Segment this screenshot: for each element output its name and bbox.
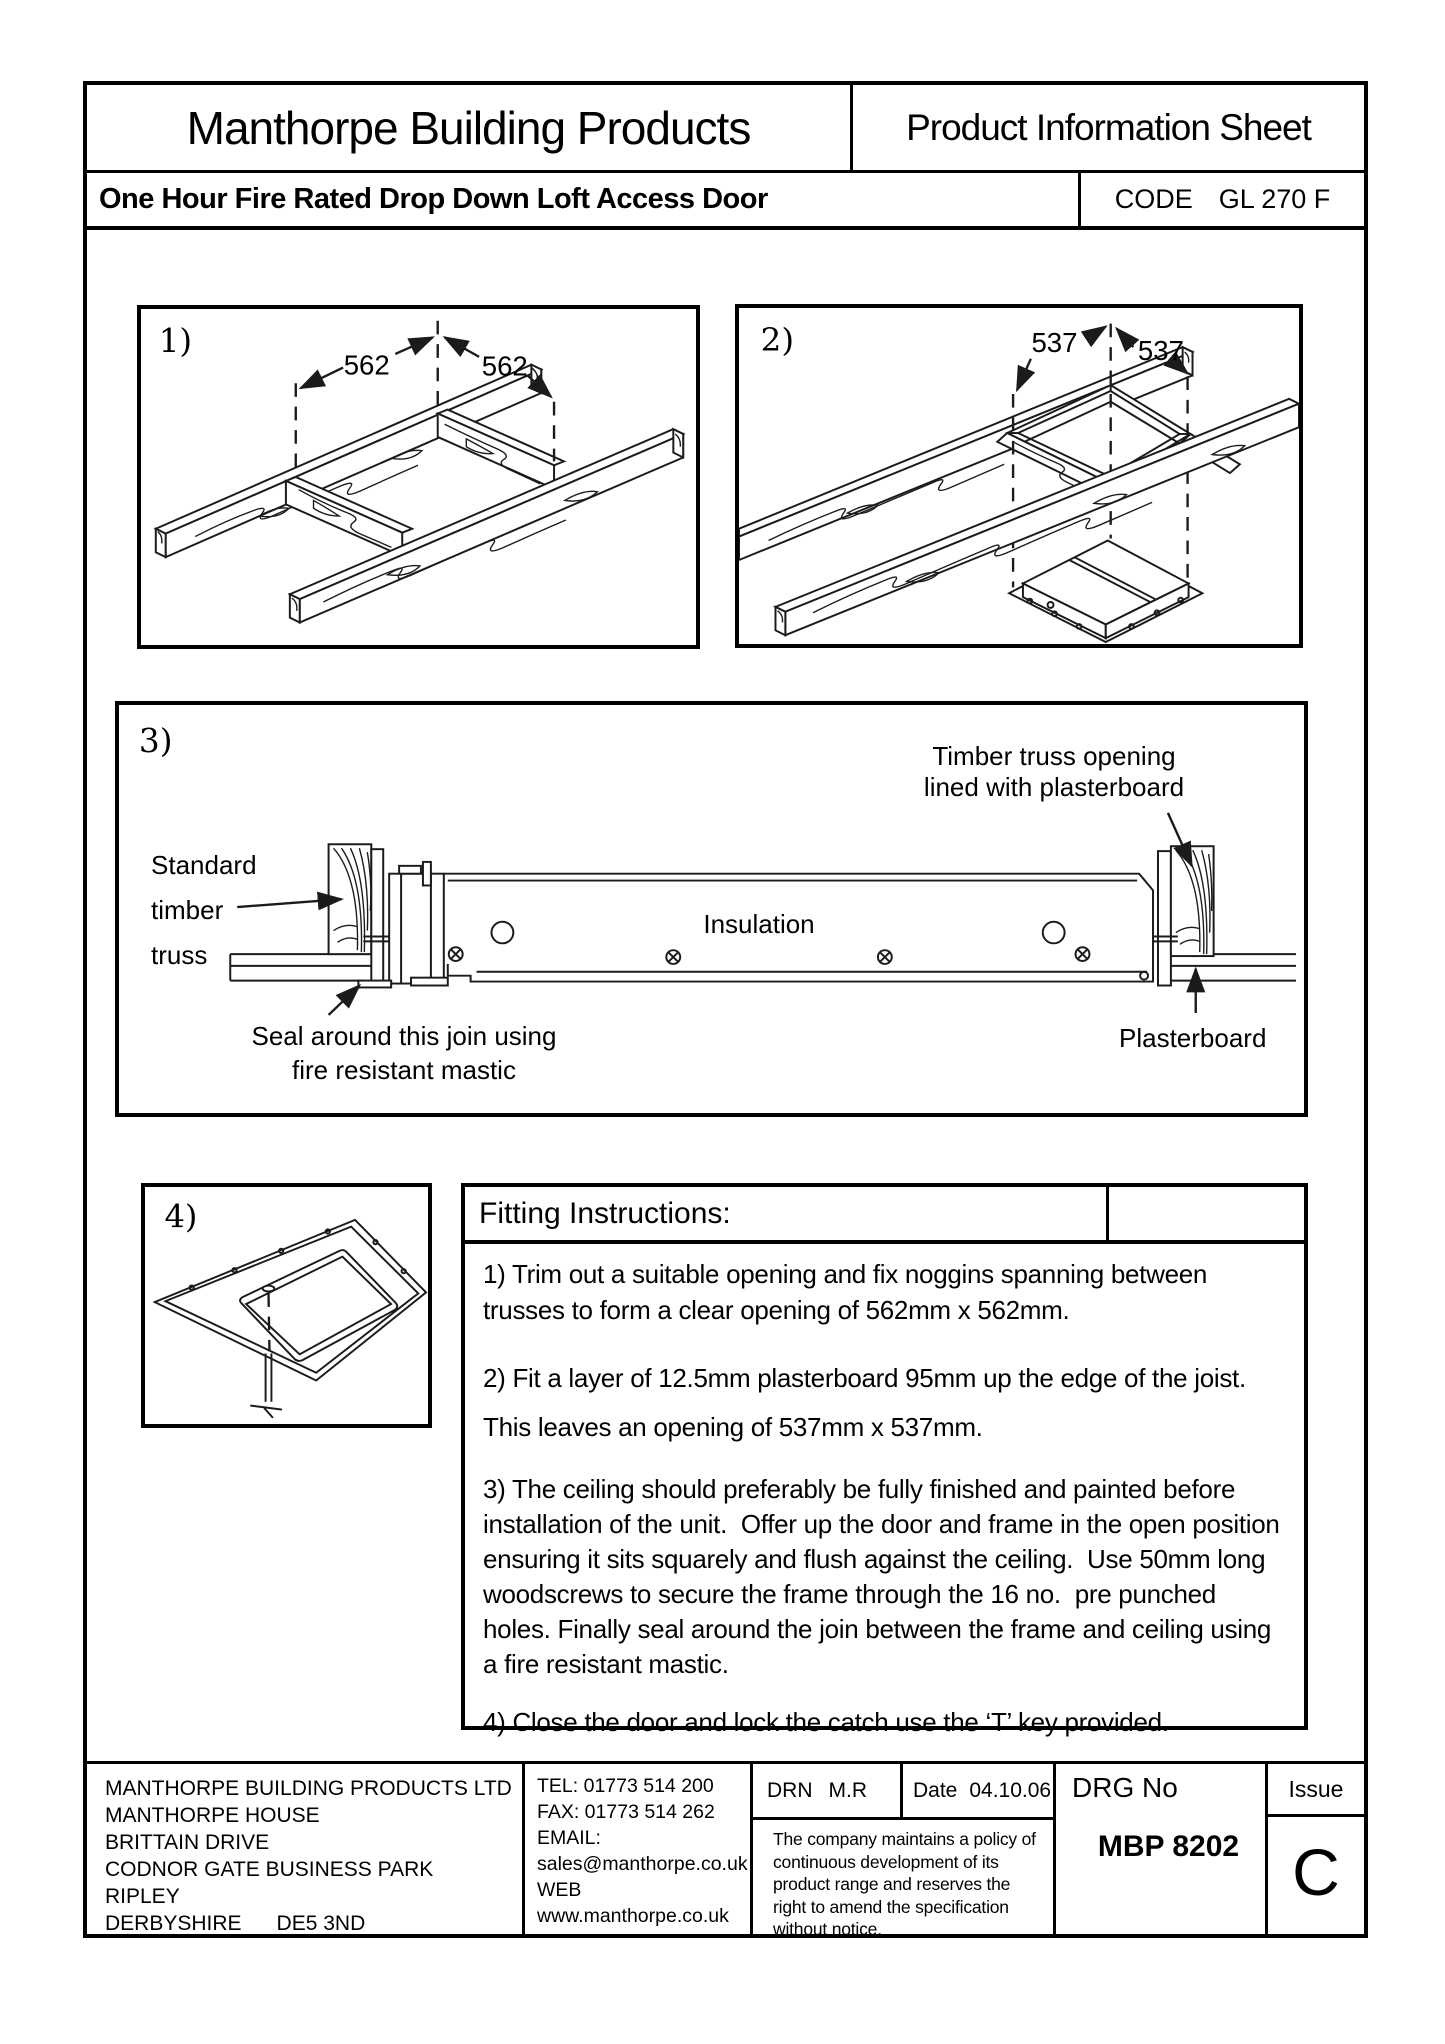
instruction-step-2: 2) Fit a layer of 12.5mm plasterboard 95…: [483, 1363, 1260, 1442]
diagram-1-drawing: 562 562 1): [153, 320, 686, 625]
date-label: Date: [913, 1778, 958, 1802]
address-line: BRITTAIN DRIVE: [105, 1831, 270, 1854]
diagram-3-number: 3): [139, 722, 173, 760]
content-area: 562 562 1): [87, 230, 1364, 1761]
fitting-instructions-header: Fitting Instructions:: [465, 1187, 1304, 1244]
date-value: 04.10.06: [969, 1778, 1052, 1802]
company-disclaimer: The company maintains a policy of contin…: [773, 1829, 1036, 1939]
code-value: GL 270 F: [1218, 184, 1331, 214]
contact-line: FAX: 01773 514 262: [537, 1801, 715, 1823]
dimension-562-left: 562: [344, 350, 390, 381]
title-bar: One Hour Fire Rated Drop Down Loft Acces…: [87, 173, 1364, 230]
diagram-4-closed-door: 4): [141, 1183, 432, 1428]
header-bar: Manthorpe Building Products Product Info…: [87, 85, 1364, 173]
company-contact: TEL: 01773 514 200 FAX: 01773 514 262 EM…: [522, 1764, 750, 1934]
instruction-step-1: 1) Trim out a suitable opening and fix n…: [483, 1259, 1214, 1325]
diagram-4-number: 4): [164, 1198, 197, 1236]
dimension-537-left: 537: [1031, 327, 1077, 358]
diagram-2-lined-opening: 537 537 2): [735, 304, 1303, 648]
diagram-4-drawing: 4): [152, 1198, 428, 1419]
label-timber-truss-opening: Timber truss opening lined with plasterb…: [923, 741, 1185, 802]
contact-line: EMAIL:: [537, 1827, 601, 1849]
dimension-537-right: 537: [1138, 335, 1184, 366]
sheet-frame: Manthorpe Building Products Product Info…: [83, 81, 1368, 1939]
instruction-step-3: 3) The ceiling should preferably be full…: [483, 1474, 1287, 1679]
diagram-3-cross-section: 3) Timber truss opening lined with plast…: [115, 701, 1308, 1117]
drn-value: M.R: [828, 1778, 868, 1802]
dimension-562-right: 562: [482, 351, 528, 382]
product-code: CODE GL 270 F: [1081, 173, 1364, 226]
sheet-type-title: Product Information Sheet: [906, 106, 1312, 148]
issue-value: C: [1292, 1834, 1340, 1909]
drawing-info: DRN M.R Date 04.10.06 The company mainta…: [750, 1764, 1053, 1939]
diagram-2-number: 2): [761, 321, 794, 359]
diagram-1-number: 1): [159, 322, 192, 360]
contact-line: sales@manthorpe.co.uk: [537, 1853, 748, 1875]
label-standard-timber-truss: Standard timber truss: [151, 850, 257, 970]
fitting-instructions-title: Fitting Instructions:: [465, 1187, 1109, 1240]
drg-no-label: DRG No: [1072, 1772, 1178, 1803]
address-line: DERBYSHIRE DE5 3ND: [105, 1912, 366, 1935]
instruction-step-4: 4) Close the door and lock the catch use…: [483, 1707, 1169, 1737]
drn-date-row: DRN M.R Date 04.10.06: [753, 1764, 1053, 1820]
company-address: MANTHORPE BUILDING PRODUCTS LTD MANTHORP…: [87, 1764, 522, 1935]
contact-line: WEB: [537, 1879, 582, 1901]
issue-cell: Issue C: [1265, 1764, 1364, 1934]
issue-label: Issue: [1268, 1764, 1364, 1817]
code-label: CODE: [1114, 184, 1193, 214]
drn-label: DRN: [767, 1778, 813, 1802]
address-line: RIPLEY: [105, 1885, 180, 1908]
contact-line: www.manthorpe.co.uk: [537, 1905, 729, 1927]
drg-no-value: MBP 8202: [1097, 1830, 1240, 1863]
contact-line: TEL: 01773 514 200: [537, 1775, 714, 1797]
label-plasterboard: Plasterboard: [1119, 1023, 1267, 1053]
label-seal-mastic: Seal around this join using fire resista…: [251, 1021, 557, 1085]
diagram-2-drawing: 537 537 2): [739, 321, 1299, 644]
address-line: MANTHORPE HOUSE: [105, 1804, 320, 1827]
product-title: One Hour Fire Rated Drop Down Loft Acces…: [87, 173, 1081, 226]
fitting-instructions-steps: 1) Trim out a suitable opening and fix n…: [465, 1244, 1304, 1740]
address-line: CODNOR GATE BUSINESS PARK: [105, 1858, 434, 1881]
company-name: Manthorpe Building Products: [87, 85, 853, 170]
date-cell: Date 04.10.06: [903, 1764, 1053, 1817]
title-block-footer: MANTHORPE BUILDING PRODUCTS LTD MANTHORP…: [87, 1761, 1364, 1939]
address-line: MANTHORPE BUILDING PRODUCTS LTD: [105, 1777, 512, 1800]
drawn-by-cell: DRN M.R: [753, 1764, 903, 1817]
label-insulation: Insulation: [703, 909, 815, 939]
diagram-3-drawing: 3): [139, 722, 1297, 1016]
drawing-number-cell: DRG No MBP 8202: [1053, 1764, 1265, 1934]
fitting-instructions-box: Fitting Instructions: 1) Trim out a suit…: [461, 1183, 1308, 1737]
diagram-1-truss-opening: 562 562 1): [137, 305, 700, 649]
